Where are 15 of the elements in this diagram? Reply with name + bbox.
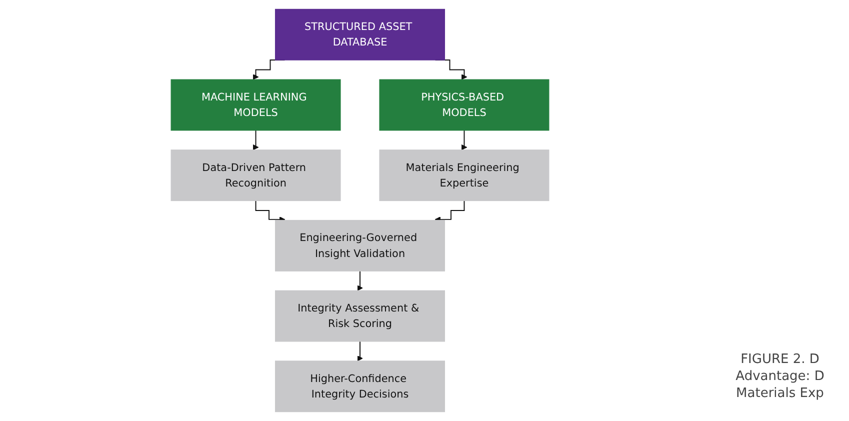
figure-caption: FIGURE 2. D Advantage: D Materials Exp	[734, 352, 826, 403]
arrow	[461, 130, 468, 150]
node-box: MACHINE LEARNING MODELS	[170, 79, 341, 131]
node-box: Higher-Confidence Integrity Decisions	[275, 360, 445, 412]
arrow	[252, 130, 259, 150]
node-box: PHYSICS-BASED MODELS	[379, 79, 550, 131]
arrow	[357, 340, 363, 362]
arrow	[357, 270, 363, 291]
node-box: Materials Engineering Expertise	[379, 150, 550, 202]
arrow	[434, 200, 465, 222]
node-box: STRUCTURED ASSET DATABASE	[275, 8, 445, 60]
node-box: Data-Driven Pattern Recognition	[170, 150, 341, 202]
node-box: Integrity Assessment & Risk Scoring	[275, 290, 445, 342]
arrow	[255, 200, 286, 222]
node-box: Engineering-Governed Insight Validation	[275, 220, 445, 272]
